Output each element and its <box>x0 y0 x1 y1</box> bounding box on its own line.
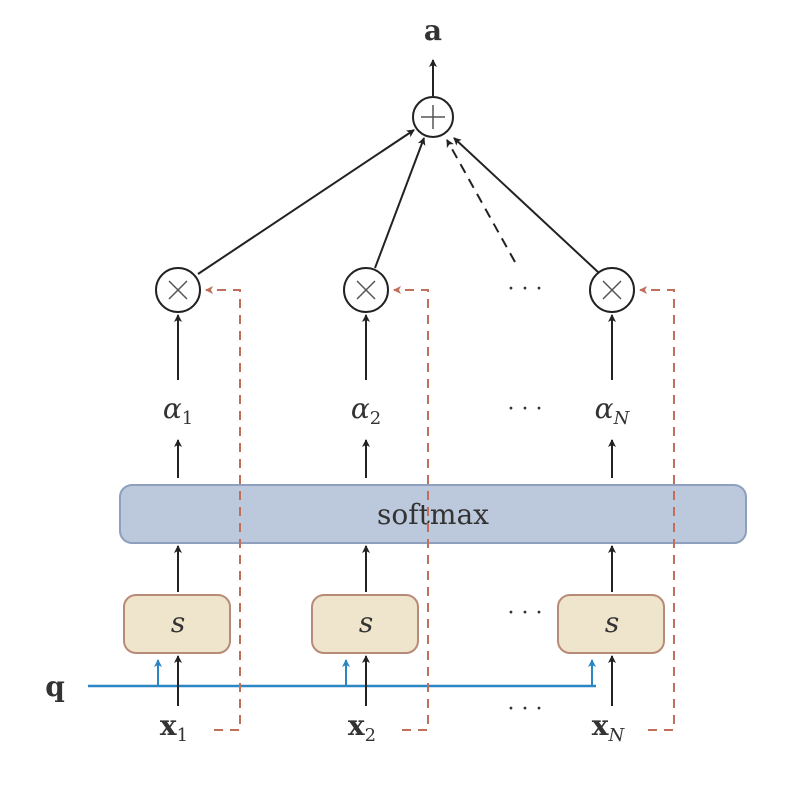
score-box <box>557 594 665 654</box>
multiply-node <box>155 267 201 313</box>
edge-n-to-sum <box>453 137 599 273</box>
value-dashed-path <box>393 286 429 731</box>
edge-ellipsis-to-sum <box>446 139 516 263</box>
column-3: αN s xN <box>557 267 675 746</box>
softmax-box <box>119 484 747 544</box>
edge-2-to-sum <box>374 137 426 269</box>
score-label: s <box>605 606 619 639</box>
column-2: α2 s x2 <box>311 267 429 746</box>
ellipsis-input: · · · <box>508 697 543 722</box>
value-dashed-path <box>205 286 241 731</box>
score-label: s <box>171 606 185 639</box>
input-label: xN <box>592 709 626 746</box>
multiply-node <box>343 267 389 313</box>
multiply-node <box>589 267 635 313</box>
output-label: a <box>424 14 442 47</box>
input-label: x1 <box>160 709 188 746</box>
query-label: q <box>45 670 65 703</box>
column-1: α1 s x1 <box>123 267 241 746</box>
alpha-label: α1 <box>163 392 193 429</box>
alpha-label: α2 <box>351 392 381 429</box>
alpha-label: αN <box>595 392 631 429</box>
edge-1-to-sum <box>197 129 415 275</box>
softmax-label: softmax <box>377 498 489 531</box>
score-box <box>311 594 419 654</box>
sum-node <box>412 96 454 138</box>
score-box <box>123 594 231 654</box>
score-label: s <box>359 606 373 639</box>
value-dashed-path <box>639 286 675 731</box>
ellipsis-alpha: · · · <box>508 397 543 422</box>
ellipsis-multiply: · · · <box>508 277 543 302</box>
ellipsis-score: · · · <box>508 601 543 626</box>
input-label: x2 <box>348 709 376 746</box>
